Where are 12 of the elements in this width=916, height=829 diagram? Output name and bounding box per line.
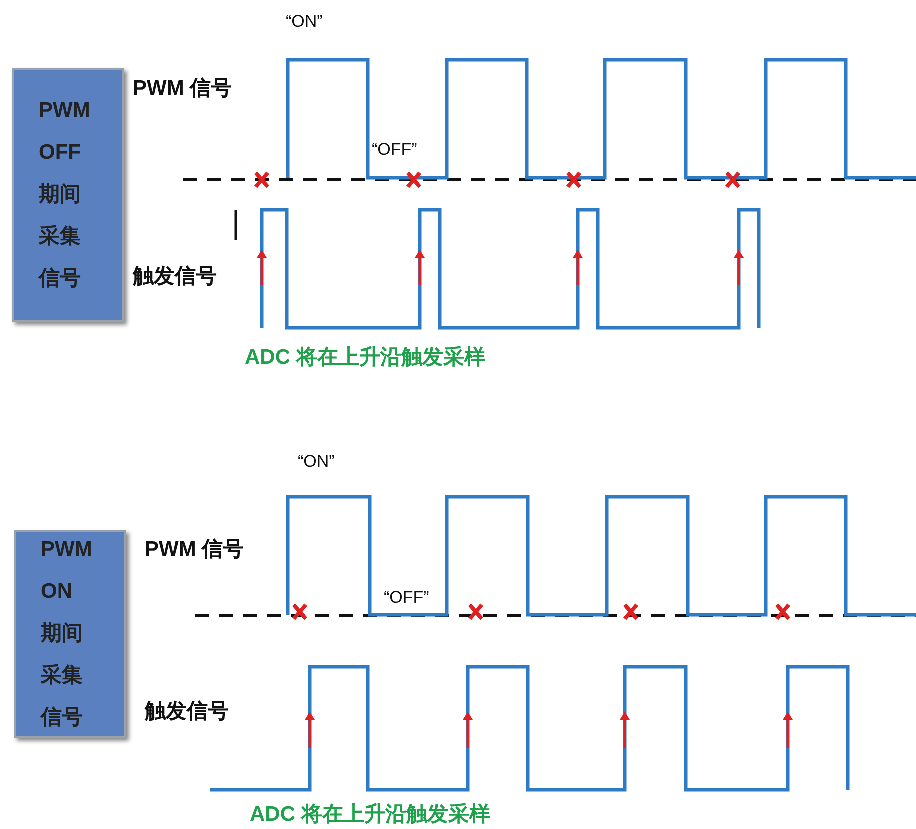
- signal-label: PWM 信号: [133, 76, 232, 102]
- caption-text: ADC 将在上升沿触发采样: [245, 345, 486, 371]
- title-panel: PWM OFF 期间采集信号: [12, 68, 124, 322]
- signal-label: PWM 信号: [145, 537, 244, 563]
- title-panel: PWM ON 期间采集信号: [14, 530, 126, 738]
- caption-text: ADC 将在上升沿触发采样: [250, 802, 490, 828]
- signal-label: 触发信号: [133, 264, 217, 290]
- state-label: “ON”: [286, 12, 323, 32]
- state-label: “OFF”: [372, 140, 418, 160]
- state-label: “ON”: [298, 452, 335, 472]
- signal-label: 触发信号: [145, 699, 229, 725]
- state-label: “OFF”: [384, 588, 430, 608]
